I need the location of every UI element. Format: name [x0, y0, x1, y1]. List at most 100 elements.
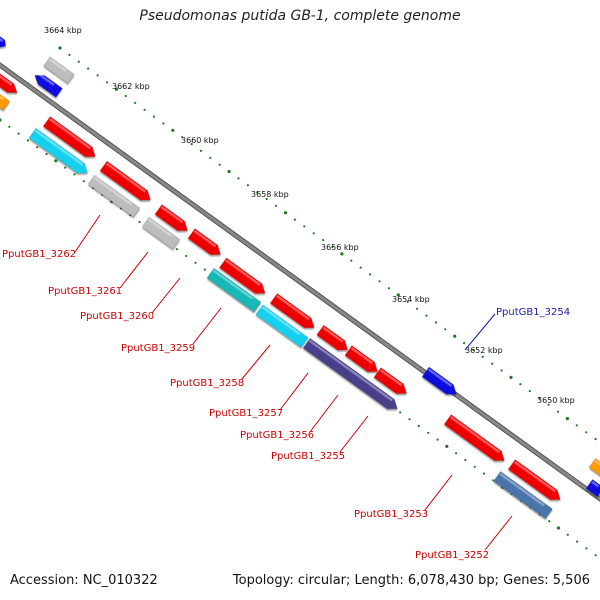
kbp-label-3650: 3650 kbp	[537, 396, 575, 405]
gene-label-3258: PputGB1_3258	[170, 378, 244, 389]
gene-label-3254: PputGB1_3254	[496, 307, 570, 318]
scale-tick	[64, 166, 67, 169]
scale-tick	[265, 197, 268, 201]
gene-red-3253	[443, 414, 505, 461]
scale-tick	[378, 280, 381, 283]
kbp-label-3652: 3652 kbp	[465, 346, 503, 355]
scale-tick	[237, 177, 240, 180]
scale-tick	[218, 163, 221, 166]
gene-label-3252: PputGB1_3252	[415, 550, 489, 561]
scale-tick	[408, 418, 411, 421]
scale-tick	[275, 204, 278, 207]
scale-tick	[427, 431, 430, 434]
gene-red-3261	[99, 160, 151, 201]
scale-tick	[406, 300, 409, 303]
scale-tick	[293, 218, 296, 221]
scale-tick	[87, 67, 90, 70]
kbp-label-3656: 3656 kbp	[321, 243, 359, 252]
scale-tick	[181, 136, 184, 139]
scale-tick	[36, 146, 39, 149]
scale-tick	[369, 273, 372, 276]
scale-tick	[17, 132, 20, 135]
scale-tick	[227, 169, 231, 174]
scale-tick	[312, 232, 315, 235]
scale-tick	[283, 211, 288, 215]
scale-tick	[58, 46, 62, 50]
leader-3254	[464, 313, 496, 351]
kbp-label-3654: 3654 kbp	[392, 295, 430, 304]
scale-tick	[303, 225, 306, 228]
gene-label-3259: PputGB1_3259	[121, 343, 195, 354]
gene-red-3255b	[373, 367, 407, 395]
gene-cyan-3257	[255, 304, 309, 348]
scale-tick	[73, 173, 76, 176]
scale-tick	[68, 53, 71, 57]
scale-tick	[26, 139, 29, 142]
gene-features	[0, 33, 600, 520]
scale-tick	[171, 128, 175, 132]
gene-label-3260: PputGB1_3260	[80, 311, 154, 322]
scale-tick	[399, 411, 402, 414]
scale-tick	[175, 248, 178, 251]
scale-tick	[143, 108, 146, 111]
gene-grey-3260	[141, 216, 181, 250]
scale-tick	[455, 452, 458, 455]
gene-red-3262	[42, 116, 96, 158]
scale-tick	[500, 369, 503, 372]
scale-tick	[138, 220, 141, 224]
kbp-label-3660: 3660 kbp	[181, 136, 219, 145]
scale-tick	[350, 259, 353, 262]
gene-blue-edge-1	[0, 33, 7, 48]
scale-tick	[481, 355, 484, 358]
gene-blue-edge-2	[585, 479, 600, 497]
gene-red-3257	[269, 293, 315, 329]
scale-tick	[473, 465, 476, 468]
scale-tick	[482, 472, 486, 475]
leader-3255	[339, 415, 369, 453]
gene-orange-edge-1	[0, 91, 11, 111]
scale-tick	[519, 383, 522, 386]
page-title: Pseudomonas putida GB-1, complete genome	[139, 8, 461, 24]
gene-red-3255	[344, 345, 378, 373]
scale-tick	[548, 520, 551, 523]
scale-tick	[556, 410, 560, 413]
scale-tick	[565, 417, 570, 421]
scale-tick	[331, 245, 334, 249]
scale-tick	[387, 287, 390, 290]
scale-tick	[425, 314, 428, 317]
scale-tick	[556, 526, 561, 530]
scale-tick	[190, 143, 193, 146]
scale-tick	[185, 254, 188, 258]
leader-3258	[241, 344, 271, 380]
gene-label-3261: PputGB1_3261	[48, 286, 122, 297]
gene-red-edge-1	[0, 70, 18, 94]
scale-tick	[96, 74, 99, 77]
leader-3252	[484, 515, 513, 551]
scale-tick	[162, 122, 165, 125]
gene-blue-3254	[421, 366, 457, 395]
scale-tick	[594, 554, 597, 557]
gene-grey-3261	[87, 174, 141, 218]
scale-tick	[0, 118, 2, 122]
leader-3261	[119, 251, 149, 289]
gene-red-3252	[507, 459, 561, 501]
scale-tick	[209, 156, 212, 159]
gene-teal-3258	[206, 267, 262, 313]
scale-tick	[509, 375, 513, 379]
scale-tick	[491, 362, 494, 365]
scale-tick	[82, 180, 85, 183]
scale-tick	[547, 403, 550, 406]
gene-label-3256: PputGB1_3256	[240, 430, 314, 441]
kbp-label-3658: 3658 kbp	[251, 190, 289, 199]
gene-cyan-3262	[28, 127, 88, 174]
leader-3262	[74, 214, 101, 253]
scale-tick	[45, 152, 48, 156]
scale-tick	[54, 159, 58, 163]
gene-red-3260	[154, 204, 188, 232]
gene-slate-3252	[493, 470, 553, 520]
scale-labels: 3664 kbp 3662 kbp 3660 kbp 3658 kbp 3656…	[44, 26, 575, 405]
topology-text: Topology: circular; Length: 6,078,430 bp…	[232, 573, 590, 588]
scale-tick	[445, 444, 449, 448]
